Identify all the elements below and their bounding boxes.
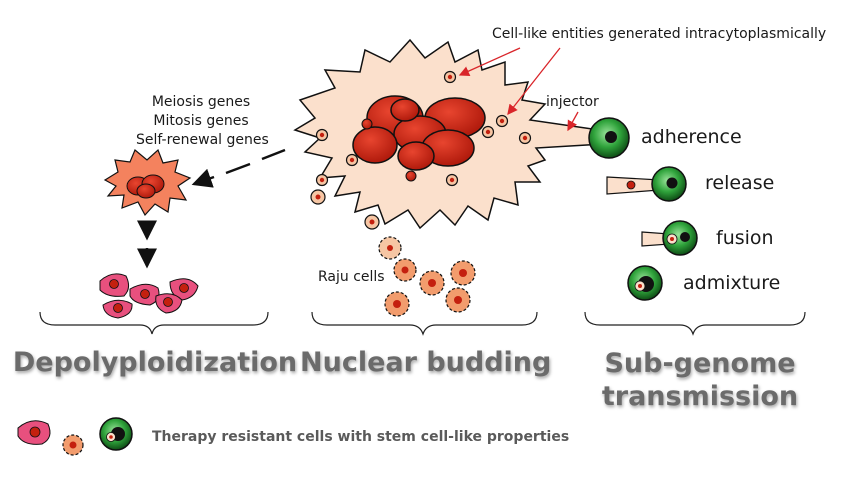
black-arrows — [137, 148, 286, 269]
raju-cells-label: Raju cells — [318, 269, 385, 285]
adherence-cell — [588, 117, 630, 159]
section-sub-genome-transmission: Sub-genome transmission — [590, 347, 810, 413]
legend-icons — [17, 417, 133, 456]
sub-genome-line1: Sub-genome — [604, 348, 796, 379]
cell-like-entities — [310, 70, 532, 230]
cell-like-entities-label: Cell-like entities generated intracytopl… — [492, 26, 827, 42]
gene-self-renewal: Self-renewal genes — [136, 132, 269, 148]
mode-adherence: adherence — [641, 126, 742, 148]
gene-meiosis: Meiosis genes — [151, 94, 251, 110]
mode-admixture: admixture — [683, 272, 781, 294]
daughter-cells — [99, 273, 199, 319]
injector-label: injector — [546, 94, 599, 110]
genes-list: Meiosis genes Mitosis genes Self-renewal… — [136, 93, 269, 150]
sub-genome-line2: transmission — [601, 381, 799, 412]
gene-mitosis: Mitosis genes — [153, 113, 249, 129]
legend-text: Therapy resistant cells with stem cell-l… — [152, 429, 570, 445]
mode-fusion: fusion — [716, 227, 774, 249]
braces — [39, 311, 806, 336]
admixture-cell — [627, 265, 663, 301]
mode-release: release — [705, 172, 775, 194]
raju-cells — [378, 236, 476, 317]
fusion-cell — [641, 220, 698, 256]
section-nuclear-budding: Nuclear budding — [300, 347, 552, 378]
release-cell — [606, 166, 687, 202]
callout-arrows — [458, 47, 579, 132]
section-depolyploidization: Depolyploidization — [12, 347, 298, 378]
nuclei-cluster — [352, 95, 486, 182]
reduced-polyploid-cell — [103, 148, 192, 217]
